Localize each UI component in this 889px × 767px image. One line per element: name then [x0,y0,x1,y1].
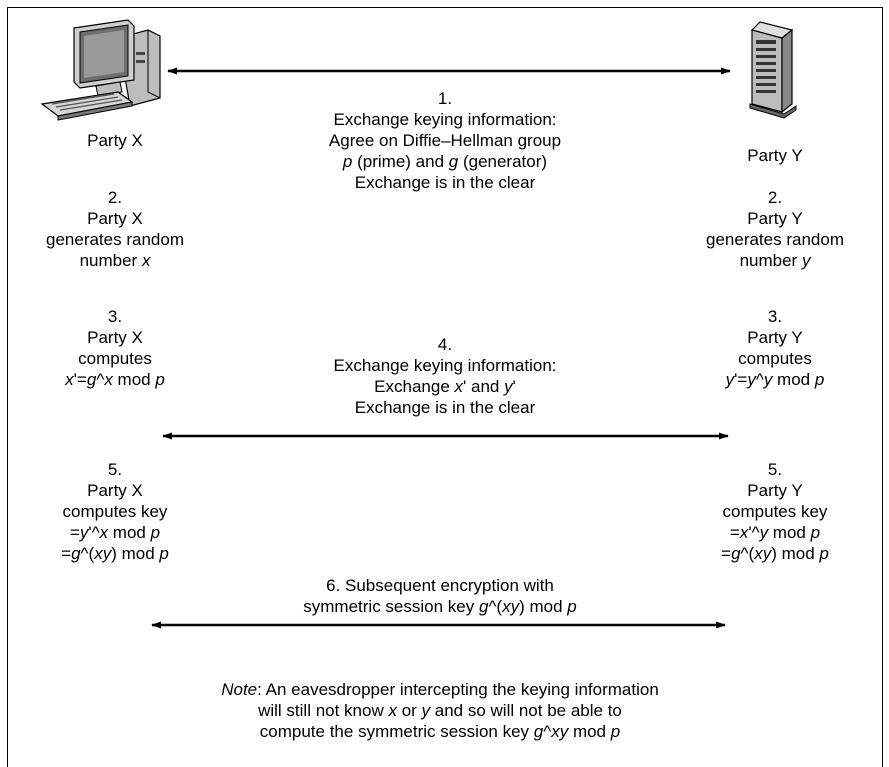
diagram-frame [7,7,883,767]
tower-server-icon [749,21,797,119]
step5-party-y: 5. Party Y computes key =x'^y mod p =g^(… [721,460,829,563]
desktop-computer-icon [40,19,161,121]
step4-text: 4. Exchange keying information: Exchange… [333,335,557,417]
step1-text: 1. Exchange keying information: Agree on… [270,88,620,193]
note-label: Note [221,680,258,699]
note-text: Note: An eavesdropper intercepting the k… [221,680,659,741]
step3-party-y: 3. Party Y computes y'=y^y mod p [725,307,825,389]
step3-party-x: 3. Party X computes x'=g^x mod p [65,307,165,389]
party-x-label: Party X [87,131,143,150]
step6-text: 6. Subsequent encryption with symmetric … [303,576,577,616]
step1-line4: Exchange is in the clear [354,173,536,192]
step1-line3: p (prime) and g (generator) [342,152,548,171]
step1-number: 1. [437,89,453,108]
step2-party-x: 2. Party X generates random number x [46,188,184,270]
step2-party-y: 2. Party Y generates random number y [706,188,844,270]
party-y-label: Party Y [747,146,803,165]
step1-line1: Exchange keying information: [333,110,557,129]
step1-line2: Agree on Diffie–Hellman group [328,131,562,150]
step5-party-x: 5. Party X computes key =y'^x mod p =g^(… [61,460,169,563]
